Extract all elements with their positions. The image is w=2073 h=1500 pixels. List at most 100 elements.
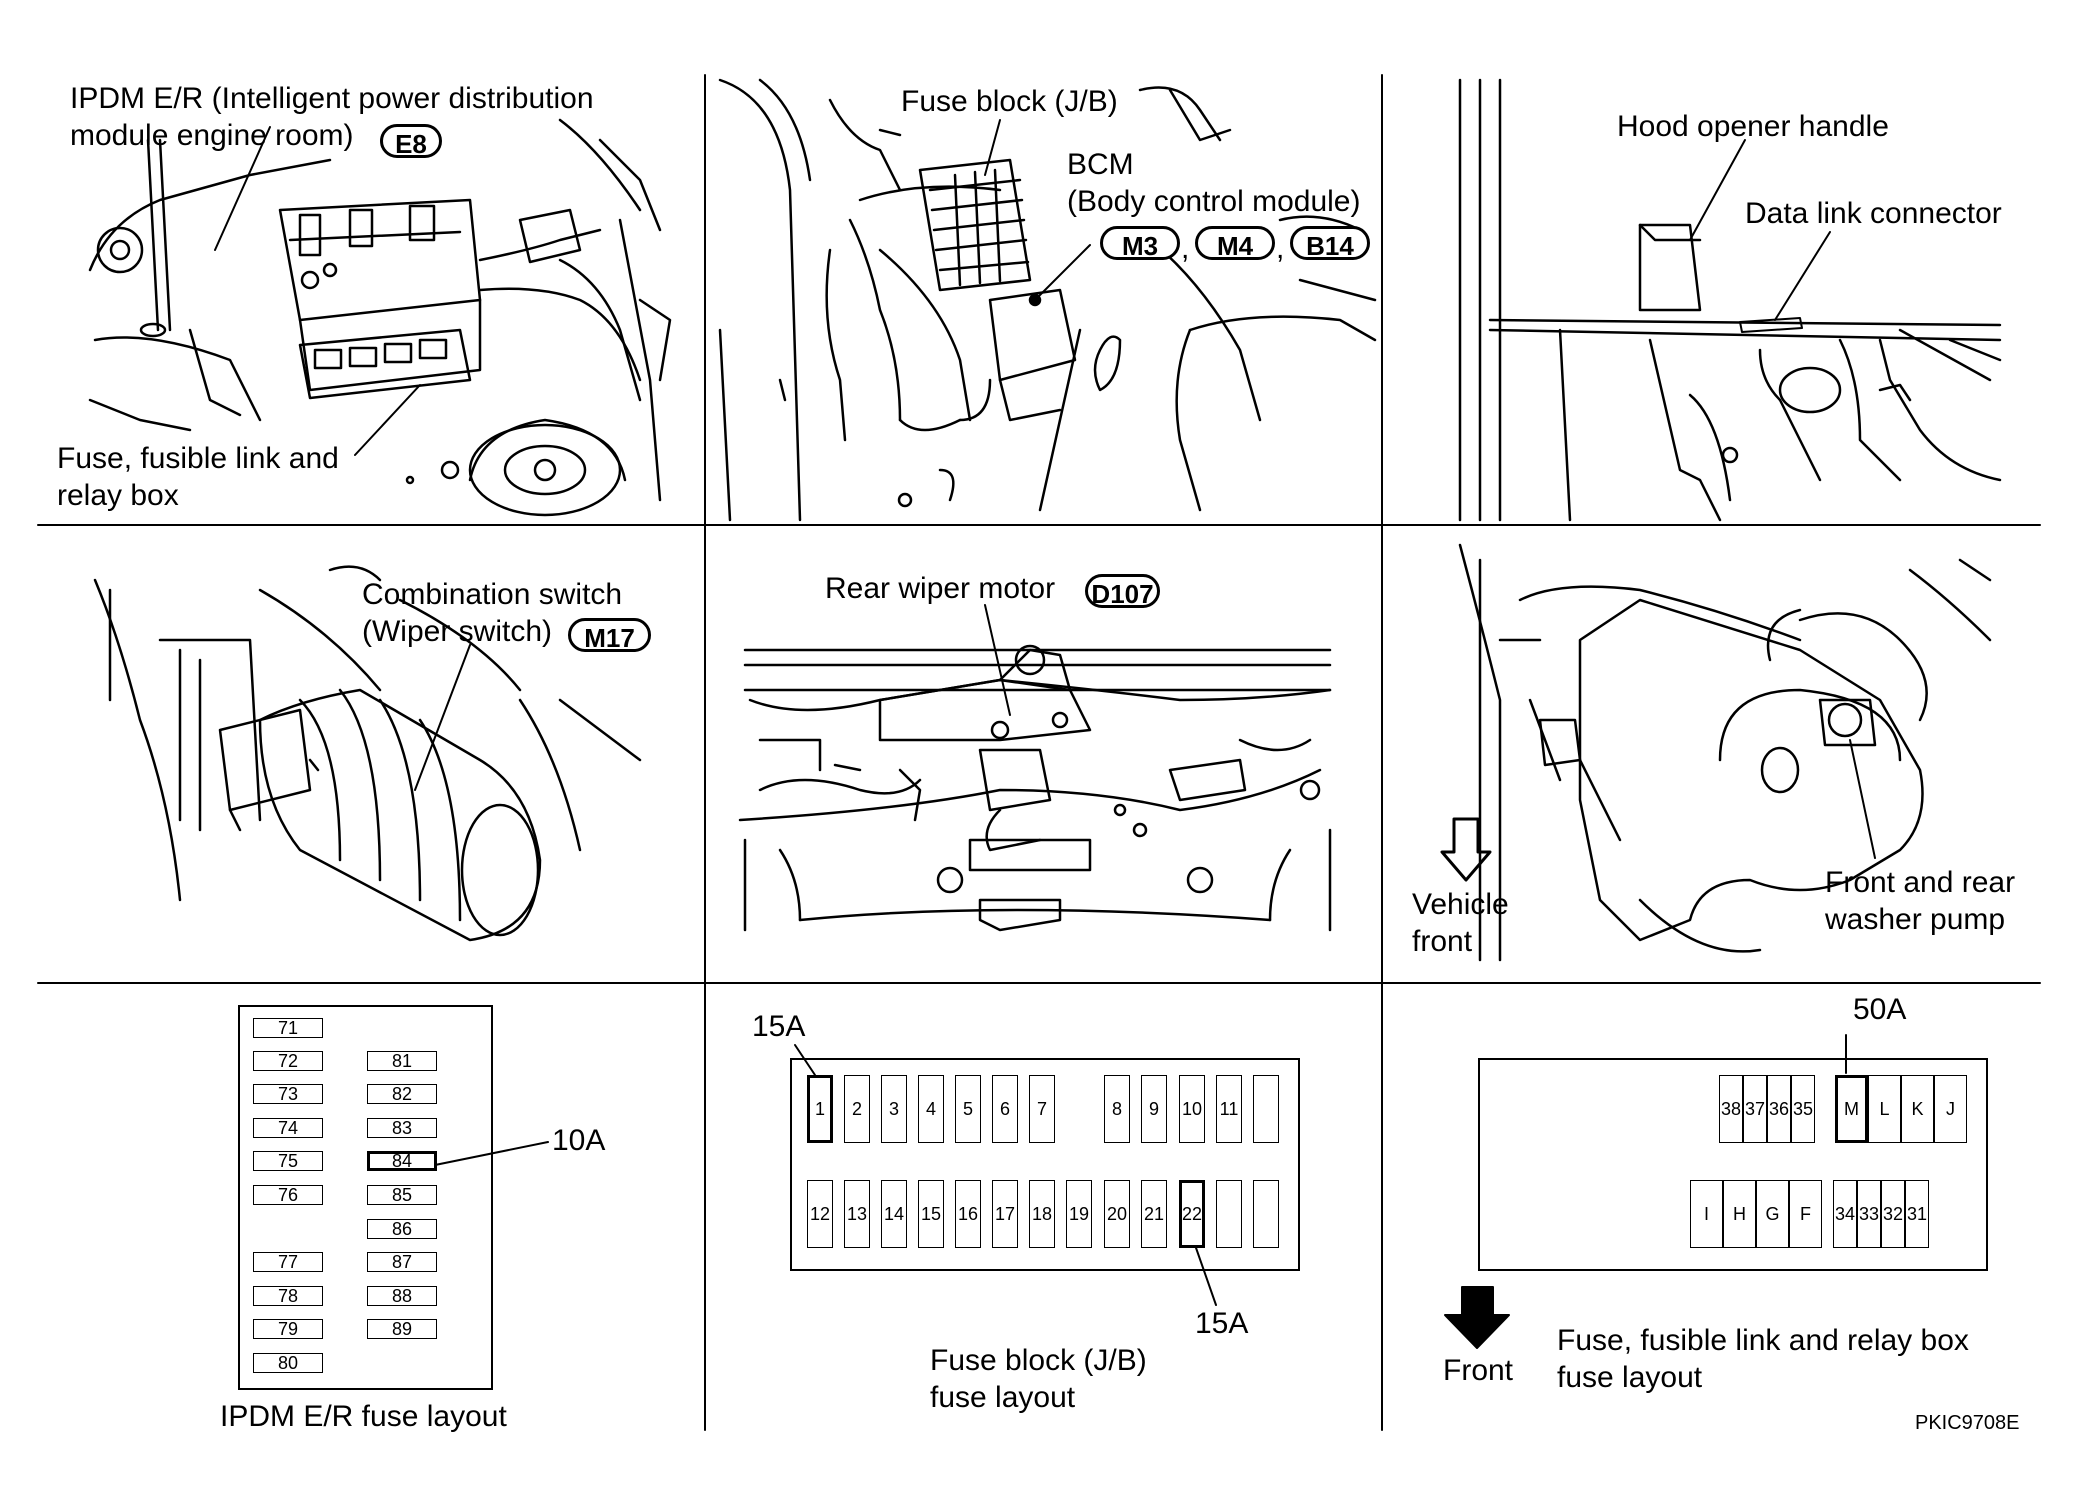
combination-switch-illustration	[93, 565, 642, 942]
connector-m3: M3	[1100, 226, 1180, 261]
combination-switch-label: Combination switch (Wiper switch)	[362, 578, 623, 648]
fuse-block-illustration	[718, 78, 1377, 522]
ipdm-fuse-82: 82	[367, 1084, 437, 1104]
jb-fuse-8: 8	[1104, 1075, 1130, 1143]
connector-d107: D107	[1085, 574, 1160, 609]
jb-fuse-10: 10	[1179, 1075, 1205, 1143]
jb-fuse-5: 5	[955, 1075, 981, 1143]
jb-fuse-9: 9	[1141, 1075, 1167, 1143]
jb-fuse-13: 13	[844, 1180, 870, 1248]
data-link-label: Data link connector	[1745, 197, 2002, 230]
jb-fuse-6: 6	[992, 1075, 1018, 1143]
connector-e8: E8	[380, 124, 442, 159]
ipdm-fuse-77: 77	[253, 1252, 323, 1272]
ipdm-fuse-81: 81	[367, 1051, 437, 1071]
ipdm-title: IPDM E/R (Intelligent power distribution…	[70, 82, 594, 152]
panel-grid	[37, 74, 2041, 1431]
jb-fuse-blank	[1253, 1180, 1279, 1248]
relay-fuse-layout-caption: Fuse, fusible link and relay box fuse la…	[1557, 1324, 1969, 1394]
jb-fuse-1: 1	[807, 1075, 833, 1143]
jb-fuse-layout-box	[790, 1058, 1300, 1271]
jb-fuse-21: 21	[1141, 1180, 1167, 1248]
comma: ,	[1276, 232, 1285, 265]
ipdm-fuse-74: 74	[253, 1118, 323, 1138]
connector-b14: B14	[1290, 226, 1370, 261]
relay-fuse-H: H	[1723, 1180, 1756, 1248]
jb-fuse-14: 14	[881, 1180, 907, 1248]
ipdm-fuse-83: 83	[367, 1118, 437, 1138]
front-label: Front	[1443, 1354, 1514, 1387]
jb-bottom-15a-leader	[1194, 1244, 1217, 1306]
figure-code: PKIC9708E	[1915, 1412, 2020, 1434]
jb-fuse-12: 12	[807, 1180, 833, 1248]
relay-fuse-38: 38	[1719, 1075, 1743, 1143]
relay-50a-callout: 50A	[1853, 993, 1907, 1026]
jb-fuse-blank	[1253, 1075, 1279, 1143]
hood-illustration	[1458, 78, 2002, 522]
ipdm-fuse-layout-box	[238, 1005, 493, 1390]
ipdm-10a-callout: 10A	[552, 1124, 606, 1157]
ipdm-fuse-87: 87	[367, 1252, 437, 1272]
rear-wiper-label: Rear wiper motor	[825, 572, 1056, 605]
vehicle-front-label: Vehicle front	[1412, 888, 1509, 958]
jb-fuse-20: 20	[1104, 1180, 1130, 1248]
fuse-block-title: Fuse block (J/B)	[901, 85, 1118, 118]
jb-fuse-22: 22	[1179, 1180, 1205, 1248]
relay-fuse-F: F	[1789, 1180, 1822, 1248]
relay-fuse-I: I	[1690, 1180, 1723, 1248]
washer-pump-label: Front and rear washer pump	[1825, 866, 2016, 936]
jb-fuse-11: 11	[1216, 1075, 1242, 1143]
jb-fuse-17: 17	[992, 1180, 1018, 1248]
washer-illustration	[1440, 543, 1992, 962]
relay-fuse-J: J	[1934, 1075, 1967, 1143]
relay-fuse-G: G	[1756, 1180, 1789, 1248]
relay-fuse-31: 31	[1905, 1180, 1929, 1248]
jb-fuse-15: 15	[918, 1180, 944, 1248]
jb-bottom-15a-callout: 15A	[1195, 1307, 1249, 1340]
ipdm-fuse-72: 72	[253, 1051, 323, 1071]
connector-m17: M17	[568, 618, 651, 653]
jb-fuse-7: 7	[1029, 1075, 1055, 1143]
ipdm-fuse-80: 80	[253, 1353, 323, 1373]
bcm-label: BCM (Body control module)	[1067, 148, 1361, 218]
ipdm-fuse-76: 76	[253, 1185, 323, 1205]
jb-top-15a-callout: 15A	[752, 1010, 806, 1043]
jb-fuse-3: 3	[881, 1075, 907, 1143]
jb-fuse-blank	[1216, 1180, 1242, 1248]
relay-fuse-35: 35	[1791, 1075, 1815, 1143]
relay-fuse-36: 36	[1767, 1075, 1791, 1143]
jb-top-15a-leader	[794, 1044, 816, 1076]
connector-m4: M4	[1195, 226, 1275, 261]
ipdm-illustration	[88, 118, 672, 517]
ipdm-fuse-88: 88	[367, 1286, 437, 1306]
ipdm-fuse-84: 84	[367, 1151, 437, 1171]
ipdm-fuse-86: 86	[367, 1219, 437, 1239]
jb-fuse-19: 19	[1066, 1180, 1092, 1248]
jb-fuse-16: 16	[955, 1180, 981, 1248]
relay-fuse-M: M	[1835, 1075, 1868, 1143]
ipdm-fuse-layout-caption: IPDM E/R fuse layout	[220, 1400, 507, 1433]
relay-fuse-L: L	[1868, 1075, 1901, 1143]
relay-fuse-37: 37	[1743, 1075, 1767, 1143]
relay-box-layout-box	[1478, 1058, 1988, 1271]
ipdm-fuse-73: 73	[253, 1084, 323, 1104]
jb-fuse-layout-caption: Fuse block (J/B) fuse layout	[930, 1344, 1147, 1414]
jb-fuse-2: 2	[844, 1075, 870, 1143]
relay-fuse-33: 33	[1857, 1180, 1881, 1248]
ipdm-fuse-79: 79	[253, 1319, 323, 1339]
ipdm-fuse-85: 85	[367, 1185, 437, 1205]
ipdm-fuse-75: 75	[253, 1151, 323, 1171]
hood-opener-label: Hood opener handle	[1617, 110, 1889, 143]
ipdm-callout: Fuse, fusible link and relay box	[57, 442, 339, 512]
relay-fuse-32: 32	[1881, 1180, 1905, 1248]
front-arrow-icon	[1444, 1286, 1510, 1349]
jb-fuse-18: 18	[1029, 1180, 1055, 1248]
jb-fuse-4: 4	[918, 1075, 944, 1143]
comma: ,	[1181, 232, 1190, 265]
ipdm-fuse-71: 71	[253, 1018, 323, 1038]
ipdm-fuse-89: 89	[367, 1319, 437, 1339]
relay-fuse-K: K	[1901, 1075, 1934, 1143]
relay-fuse-34: 34	[1833, 1180, 1857, 1248]
